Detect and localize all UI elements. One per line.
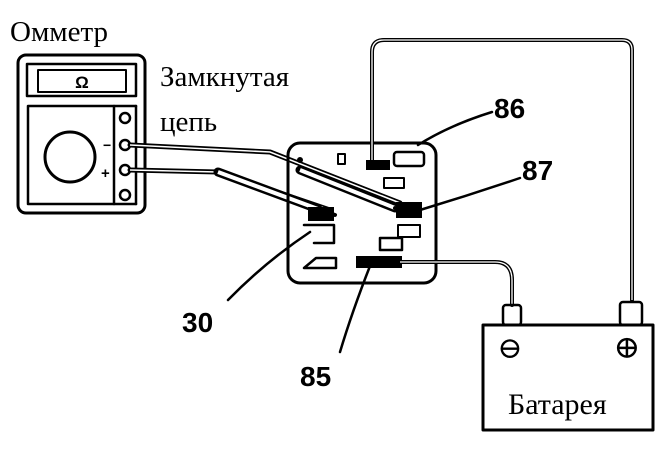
ohmmeter-dial-panel (26, 104, 116, 206)
relay-terminal-86 (366, 150, 426, 170)
closed-circuit-label-line2: цепь (160, 106, 217, 138)
ohmmeter-jack-bottom (118, 188, 132, 202)
ohmmeter-label: Омметр (10, 16, 108, 48)
ohmmeter-plus-label: + (101, 165, 110, 182)
battery: ⊖ ⊕ (481, 300, 655, 432)
terminal-87-label: 87 (522, 155, 553, 186)
leader-87 (418, 176, 522, 212)
battery-minus-post (501, 303, 523, 327)
terminal-30-label: 30 (182, 307, 213, 338)
leader-lines (226, 110, 522, 354)
relay-terminal-30 (302, 207, 336, 245)
relay-terminal-87 (383, 177, 422, 238)
battery-body (481, 323, 655, 432)
leader-30 (226, 230, 312, 302)
leader-86 (416, 110, 494, 147)
battery-plus-post (618, 300, 644, 327)
leader-85 (338, 264, 372, 354)
ohmmeter: Ω − + (16, 53, 147, 215)
relay (286, 141, 438, 285)
battery-wires (370, 38, 634, 307)
ohmmeter-body (16, 53, 147, 215)
closed-circuit-label-line1: Замкнутая (160, 61, 289, 93)
ohmmeter-display-window (37, 69, 127, 93)
relay-terminal-85 (356, 236, 404, 268)
terminal-85-label: 85 (300, 361, 331, 392)
relay-housing (286, 141, 438, 285)
battery-plus-icon: ⊕ (614, 329, 641, 365)
probe-leads (127, 142, 420, 218)
terminal-86-label: 86 (494, 93, 525, 124)
battery-minus-icon: ⊖ (497, 332, 522, 365)
ohmmeter-display (25, 62, 138, 98)
battery-label: Батарея (508, 388, 607, 421)
ohmmeter-minus-label: − (103, 137, 111, 153)
ohmmeter-display-symbol: Ω (75, 73, 89, 92)
ohmmeter-dial (43, 130, 97, 184)
ohmmeter-jack-top (118, 111, 132, 125)
